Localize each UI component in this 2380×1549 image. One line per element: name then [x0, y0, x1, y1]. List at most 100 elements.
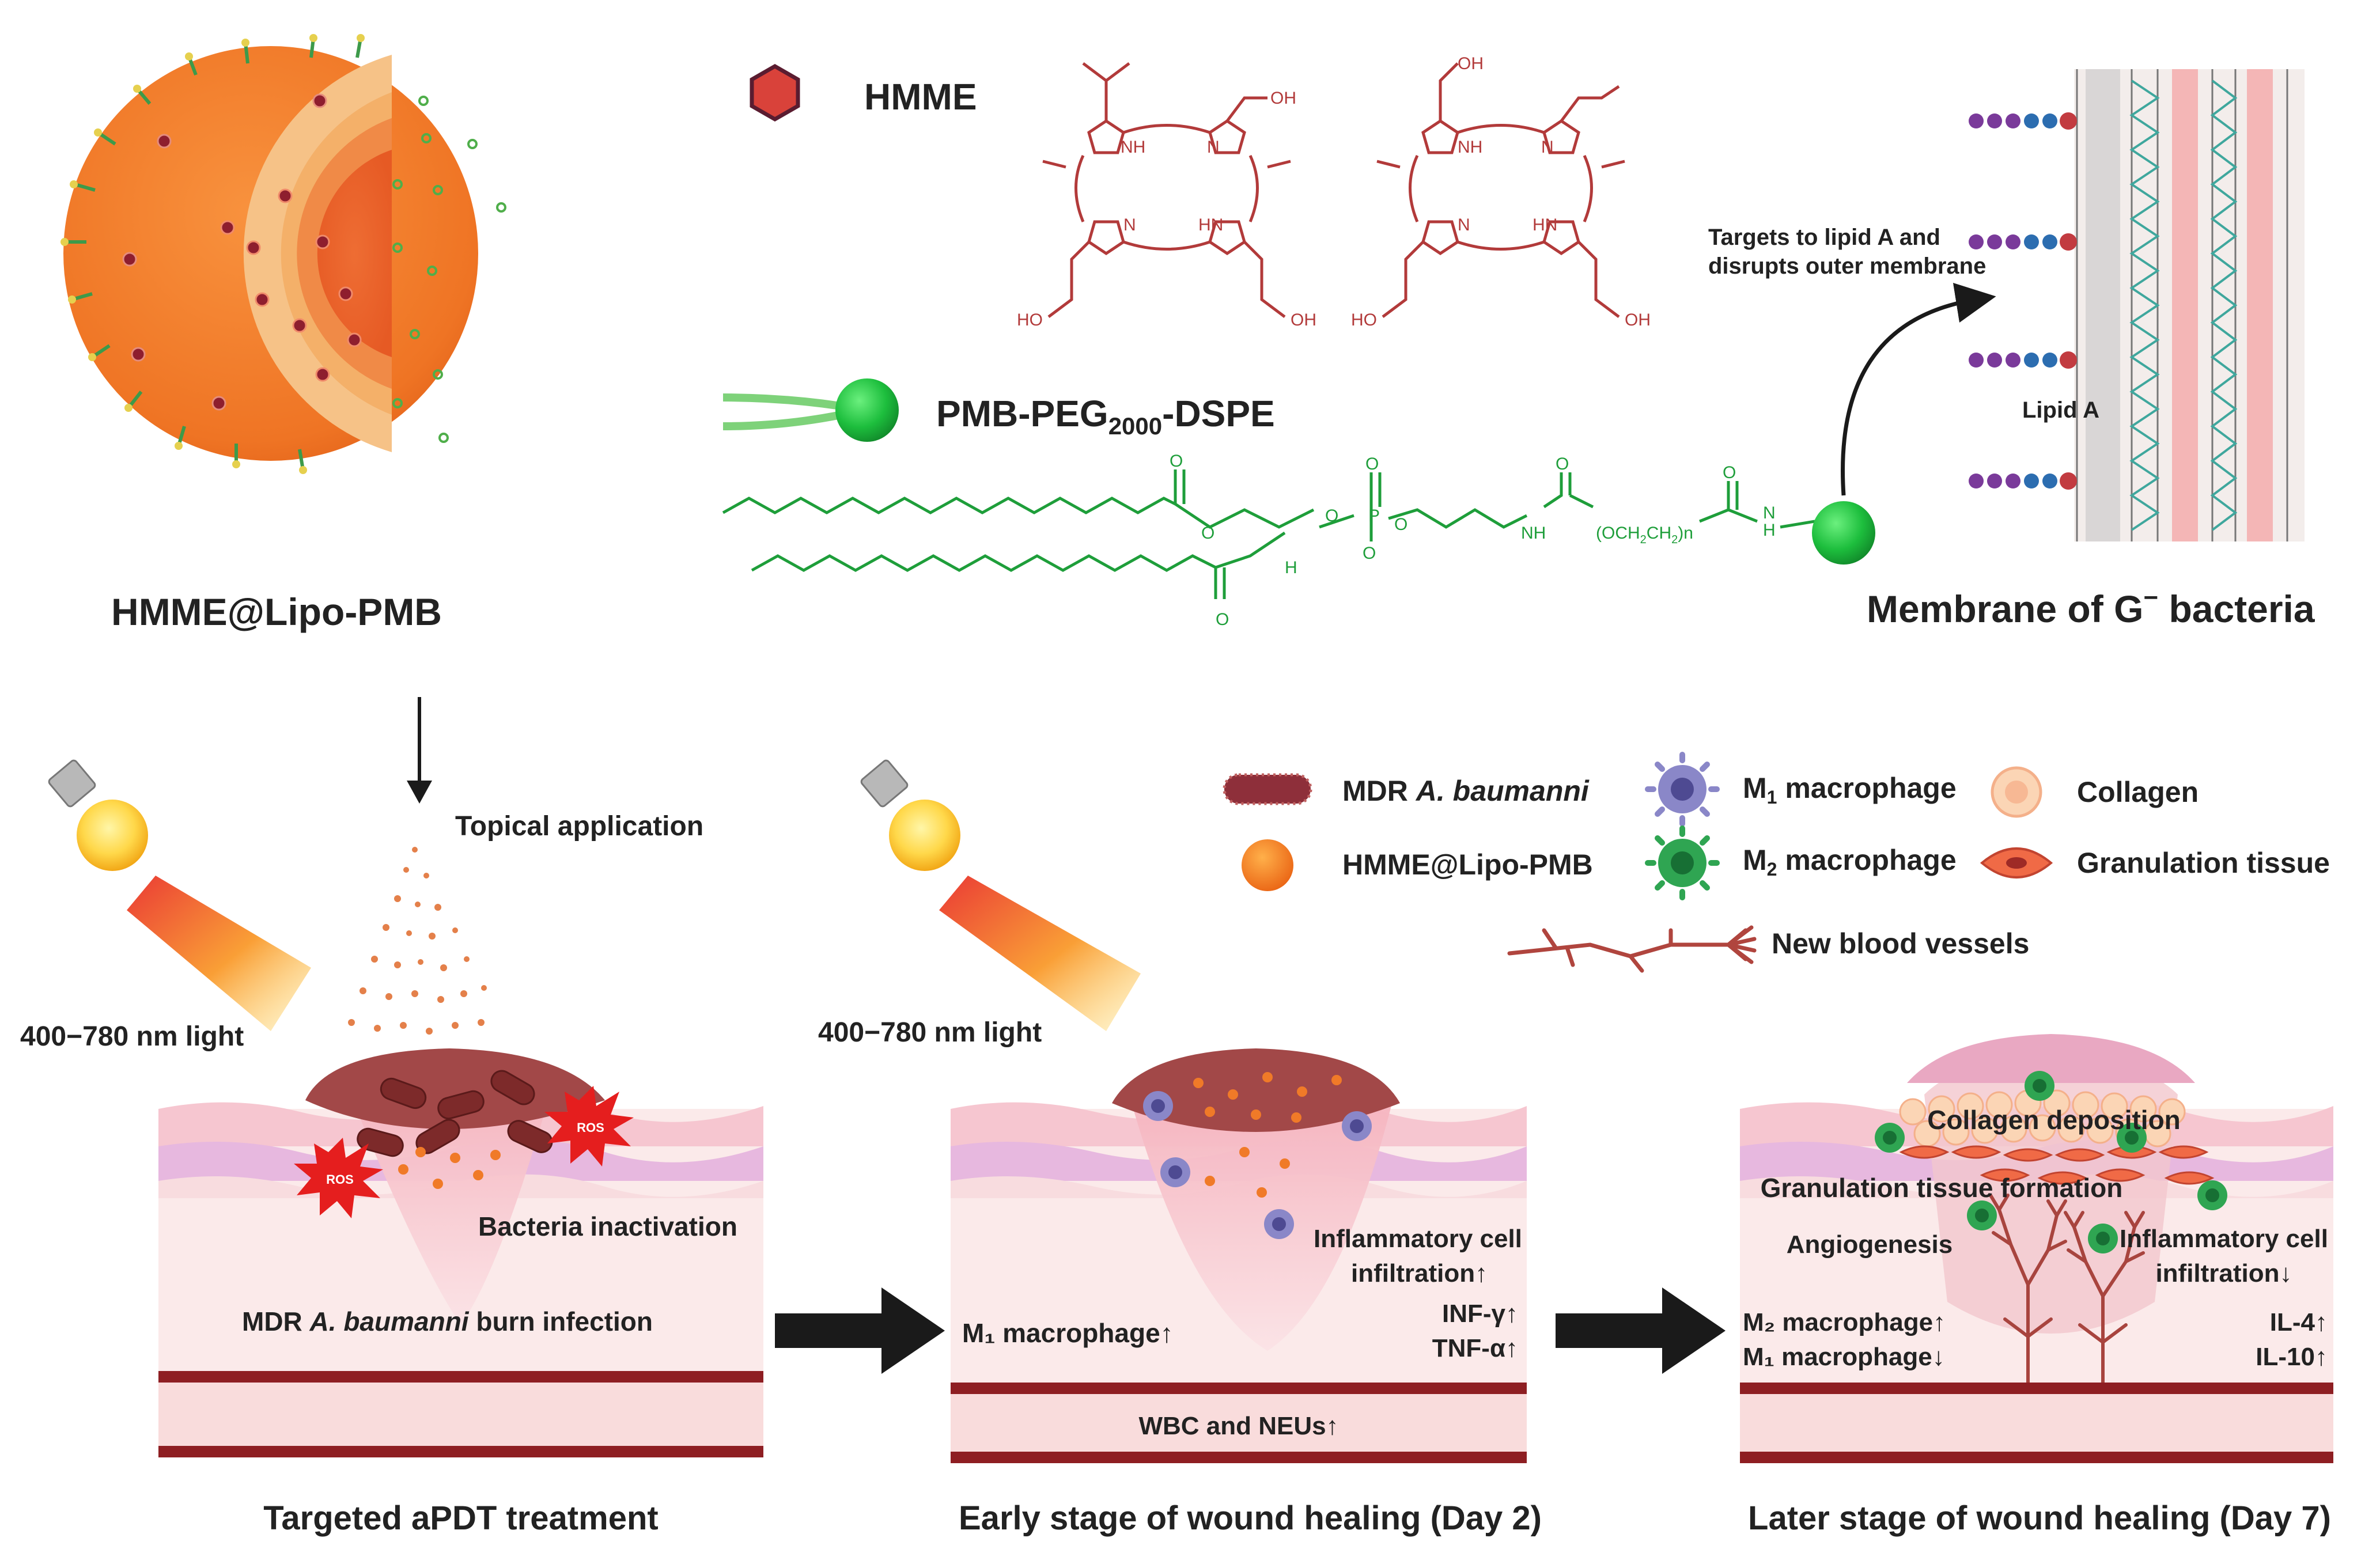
panel2-inflammatory-line2: infiltration↑ — [1351, 1259, 1488, 1287]
chem-label-hn: HN — [1198, 215, 1223, 234]
chem-label-ho: HO — [1017, 310, 1043, 330]
legend-mdr: MDR A. baumanni — [1342, 775, 1590, 807]
hmme-label: HMME — [864, 76, 977, 118]
chem-label-n: N — [1763, 503, 1776, 522]
hmme-structure-1 — [1042, 62, 1291, 318]
chem-label-n: N — [1123, 215, 1136, 234]
chem-label-ho: HO — [1351, 310, 1377, 330]
angiogenesis-label: Angiogenesis — [1787, 1230, 1953, 1259]
legend-m2-icon — [1645, 825, 1720, 900]
chem-label-oh: OH — [1625, 310, 1651, 330]
pmb-icon — [722, 378, 899, 442]
liposome-aqueous-core — [317, 150, 392, 357]
panel2-inf: INF-γ↑ — [1442, 1300, 1518, 1328]
m2-macrophage-icon — [1875, 1071, 2227, 1253]
legend-m1: M1 macrophage — [1743, 772, 1957, 808]
chem-label-p: P — [1368, 506, 1380, 525]
chem-label-h: H — [1763, 521, 1776, 540]
legend-blood-vessel-icon — [1507, 925, 1757, 973]
pmb-label: PMB-PEG2000-DSPE — [936, 393, 1275, 440]
topical-label: Topical application — [455, 811, 703, 842]
hmme-dots-core — [220, 188, 362, 382]
light-label-2: 400−780 nm light — [818, 1017, 1042, 1048]
chem-label-o: O — [1365, 455, 1379, 474]
bacteria-inactivation-label: Bacteria inactivation — [478, 1211, 737, 1241]
chem-label-hn: HN — [1533, 215, 1557, 234]
chem-label-o: O — [1216, 610, 1229, 629]
panel3-m2: M₂ macrophage↑ — [1743, 1308, 1946, 1336]
chem-label-nh: NH — [1458, 138, 1482, 157]
lps-chain-3 — [1969, 351, 2077, 369]
ros-label-right: ROS — [577, 1120, 604, 1135]
chem-label-n: N — [1458, 215, 1470, 234]
targeting-arrow — [1841, 282, 1996, 496]
stage-arrow-1 — [775, 1287, 945, 1374]
panel3-inflammatory-line2: infiltration↓ — [2155, 1259, 2292, 1287]
light-bulb-1-icon — [48, 759, 311, 1031]
legend-collagen-icon — [1991, 766, 2042, 818]
collagen-deposition-label: Collagen deposition — [1927, 1105, 2181, 1135]
lipid-heads — [60, 34, 365, 474]
chem-label-o: O — [1394, 515, 1407, 534]
legend: MDR A. baumanni HMME@Lipo-PMB M1 macroph… — [1223, 752, 2330, 973]
lipid-a-label: Lipid A — [2022, 397, 2099, 423]
hmme-dots-bilayer — [122, 93, 327, 411]
legend-hmme-lipo-icon — [1242, 839, 1293, 891]
ros-burst-left: ROS — [294, 1138, 383, 1218]
panel2-skin — [951, 1048, 1527, 1463]
chem-label-o: O — [1201, 524, 1214, 543]
chem-label-o: O — [1170, 452, 1183, 471]
legend-granulation-icon — [1980, 847, 2053, 878]
spray-particles — [348, 847, 487, 1035]
light-label-1: 400−780 nm light — [20, 1021, 244, 1052]
chem-label-o: O — [1363, 544, 1376, 563]
chem-label-h: H — [1285, 558, 1297, 577]
legend-collagen: Collagen — [2077, 776, 2199, 808]
chem-label-nh: NH — [1521, 524, 1546, 543]
lps-chain-4 — [1969, 472, 2077, 490]
panel3-caption: Later stage of wound healing (Day 7) — [1748, 1499, 2331, 1537]
liposome-caption: HMME@Lipo-PMB — [111, 590, 442, 633]
panel2-caption: Early stage of wound healing (Day 2) — [959, 1499, 1542, 1537]
lps-chain-2 — [1969, 233, 2077, 251]
down-arrow-head — [407, 781, 432, 804]
chem-label-n: N — [1207, 138, 1220, 157]
legend-m1-icon — [1645, 752, 1720, 827]
granulation-formation-label: Granulation tissue formation — [1761, 1173, 2123, 1203]
legend-hmme-lipo: HMME@Lipo-PMB — [1342, 849, 1593, 881]
panel2-wbc: WBC and NEUs↑ — [1138, 1412, 1338, 1440]
panel2-m1: M₁ macrophage↑ — [962, 1318, 1174, 1348]
chem-label-o: O — [1556, 455, 1569, 474]
chem-label-n: N — [1541, 138, 1554, 157]
panel3-il4: IL-4↑ — [2270, 1308, 2328, 1336]
light-bulb-2-icon — [860, 759, 1141, 1031]
chem-label-o: O — [1723, 463, 1736, 482]
hmme-structure-2 — [1376, 62, 1625, 318]
chem-label-oh: OH — [1270, 89, 1296, 108]
pmb-ball — [1812, 501, 1875, 565]
chem-label-oh: OH — [1291, 310, 1316, 330]
legend-m2: M2 macrophage — [1743, 844, 1957, 880]
chem-label-oh: OH — [1458, 54, 1484, 73]
panel3-skin — [1740, 1034, 2333, 1463]
chem-label-peg: (OCH2CH2)n — [1596, 524, 1693, 546]
liposome-illustration — [60, 34, 506, 474]
dspe-structure — [722, 469, 1815, 599]
hmme-hexagon-icon — [750, 63, 800, 122]
new-vessels-icon — [1989, 1194, 2145, 1384]
m1-macrophage-icon — [1143, 1091, 1372, 1239]
legend-bacteria-icon — [1223, 773, 1312, 805]
chem-label-o: O — [1325, 506, 1338, 525]
bacterial-membrane — [1969, 69, 2305, 541]
ros-label-left: ROS — [326, 1172, 354, 1187]
lps-chain-1 — [1969, 112, 2077, 130]
ros-burst-right: ROS — [544, 1086, 634, 1167]
stage-arrow-2 — [1556, 1287, 1726, 1374]
panel2-tnf: TNF-α↑ — [1432, 1334, 1518, 1362]
panel3-inflammatory-line1: Inflammatory cell — [2120, 1225, 2328, 1253]
panel1-caption: Targeted aPDT treatment — [263, 1499, 658, 1537]
chem-label-nh: NH — [1121, 138, 1145, 157]
panel2-inflammatory-line1: Inflammatory cell — [1314, 1225, 1522, 1253]
arrow-note-line1: Targets to lipid A and — [1708, 225, 1940, 250]
